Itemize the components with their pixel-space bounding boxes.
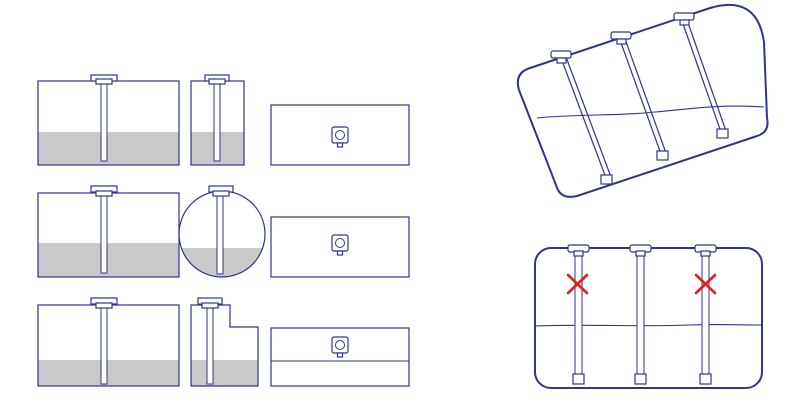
sensor-cap-icon (95, 78, 113, 85)
sensor-cap-icon (201, 302, 219, 309)
sensor-probe (100, 307, 108, 385)
tank-rectangular-side-2 (37, 185, 180, 278)
sensor-probe (100, 195, 108, 274)
sensor-cap-icon (212, 190, 230, 197)
sensor-probe (206, 307, 214, 385)
tank-outline (534, 247, 763, 389)
tilted-tank-three-sensors (516, 3, 769, 198)
tank-outline (270, 216, 410, 278)
tank-stepped-side (190, 297, 259, 387)
sensor-cap-icon (95, 302, 113, 309)
fuel-level (38, 243, 179, 277)
red-x-icon (566, 273, 589, 295)
tank-top-view-3 (270, 327, 410, 387)
sensor-tip-icon (600, 174, 613, 185)
sensor-head-top-view-icon (331, 126, 349, 148)
sensor-tip-icon (572, 373, 585, 385)
sensor-cap-icon (616, 38, 627, 45)
fuel-level (38, 360, 179, 386)
tank-cylindrical-side (178, 185, 266, 278)
tank-top-view-2 (270, 216, 410, 278)
sensor-cap-icon (700, 250, 711, 257)
sensor-cap-icon (679, 19, 690, 26)
sensor-left (550, 50, 613, 185)
sensor-probe (100, 83, 108, 162)
level-tank-three-sensors (534, 244, 763, 389)
fuel-level (38, 132, 179, 165)
tank-rectangular-side-1 (37, 74, 180, 166)
sensor-middle (629, 244, 652, 385)
tank-outline (270, 104, 410, 166)
fuel-surface-line (536, 105, 765, 119)
tank-top-view-1 (270, 104, 410, 166)
red-x-icon (694, 273, 717, 295)
fuel-level (191, 360, 258, 386)
sensor-head-top-view-icon (331, 234, 349, 256)
sensor-cap-icon (556, 57, 567, 64)
sensor-head-icon (610, 31, 632, 40)
sensor-right (673, 12, 729, 139)
sensor-probe (213, 83, 221, 162)
sensor-cap-icon (208, 78, 226, 85)
tank-outline (270, 327, 410, 387)
sensor-right (694, 244, 717, 385)
sensor-cap-icon (573, 250, 584, 257)
sensor-cap-icon (95, 190, 113, 197)
sensor-probe (216, 195, 224, 275)
sensor-head-icon (550, 50, 572, 59)
sensor-tip-icon (634, 373, 647, 385)
sensor-cap-icon (635, 250, 646, 257)
sensor-tip-icon (699, 373, 712, 385)
tank-outline (190, 304, 259, 387)
sensor-head-icon (673, 12, 695, 21)
sensor-head-top-view-icon (331, 336, 349, 358)
tank-rectangular-side-3 (37, 297, 180, 387)
tank-outline (516, 3, 769, 198)
sensor-left (567, 244, 590, 385)
tank-rectangular-narrow-side (190, 74, 245, 166)
sensor-middle (610, 31, 669, 161)
sensor-tip-icon (716, 128, 729, 139)
sensor-tip-icon (656, 150, 669, 161)
fuel-surface-line (534, 324, 763, 327)
